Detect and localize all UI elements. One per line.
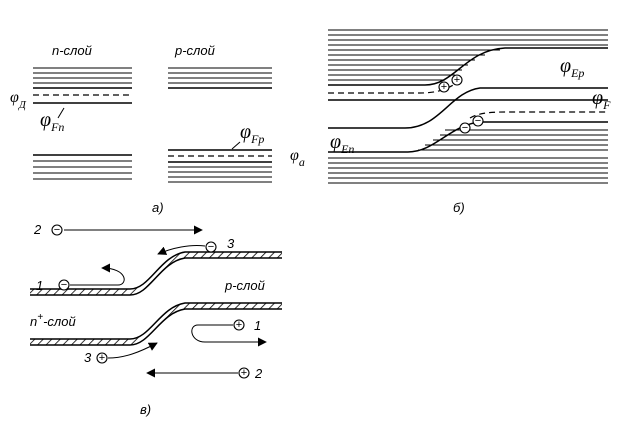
valence-band-hatch [30,303,282,345]
phi-en-label: φEn [330,131,354,156]
hole-carrier: + [238,367,250,379]
conduction-band-hatch [30,252,282,295]
phi-d-label: φД [10,89,27,111]
p-layer-label-c: p-слой [224,278,265,293]
hole-carrier: + [438,81,450,93]
svg-text:+: + [236,319,242,331]
electron-2-label: 2 [33,222,42,237]
hole-carrier: + [233,319,245,331]
n-layer-label: n-слой [52,43,92,58]
hole-carrier: + [96,352,108,364]
electron-1-path [70,263,125,286]
panel-b: + + − − φEp φF φEn б) [328,29,611,215]
valence-band-fill [328,129,608,184]
fp-pointer [231,141,241,150]
hole-carrier: + [451,74,463,86]
hole-1-path [191,324,267,347]
n-plus-layer-label: n+-слой [30,312,76,329]
svg-text:+: + [99,352,105,364]
conduction-band-edge [328,47,608,86]
conduction-band-edge [30,257,282,296]
svg-text:−: − [462,122,468,134]
conduction-band-fill [328,29,608,81]
fn-pointer [57,107,65,119]
valence-band-edge-upper [328,87,608,129]
p-layer-label: p-слой [174,43,215,58]
phi-ep-label: φEp [560,55,584,80]
electron-carrier: − [459,122,471,134]
conduction-band-top [30,251,282,290]
svg-text:+: + [454,74,460,86]
panel-c: p-слой n+-слой 2 − 1 − 3 − + 1 3 [30,222,282,417]
electron-carrier: − [58,279,70,291]
caption-b: б) [453,200,465,215]
p-conduction-band [168,67,272,89]
svg-text:−: − [61,279,67,291]
electron-carrier: − [51,224,63,236]
phi-fp-label: φFp [240,121,264,146]
hole-3-path [107,342,158,359]
phi-a-label: φа [290,147,305,169]
electron-quasi-fermi-level [469,111,608,119]
svg-text:−: − [475,115,481,127]
electron-1-label: 1 [36,278,43,293]
p-valence-band [168,161,272,183]
phi-f-label: φF [592,87,611,112]
hole-3-label: 3 [84,350,92,365]
valence-band-edge [30,302,282,340]
n-conduction-band [33,67,132,89]
electron-3-label: 3 [227,236,235,251]
phi-fn-label: φFn [40,109,64,134]
svg-text:+: + [441,81,447,93]
caption-a: а) [152,200,164,215]
svg-text:+: + [241,367,247,379]
electron-carrier: − [472,115,484,127]
svg-text:−: − [54,224,60,236]
caption-c: в) [140,402,151,417]
valence-band-bottom [30,308,282,346]
hole-2-label: 2 [254,366,263,381]
panel-a: n-слой p-слой φД φFn [10,43,305,215]
hole-1-label: 1 [254,318,261,333]
n-valence-band [33,154,132,180]
electron-3-path [157,245,206,255]
electron-carrier: − [205,241,217,253]
svg-text:−: − [208,241,214,253]
